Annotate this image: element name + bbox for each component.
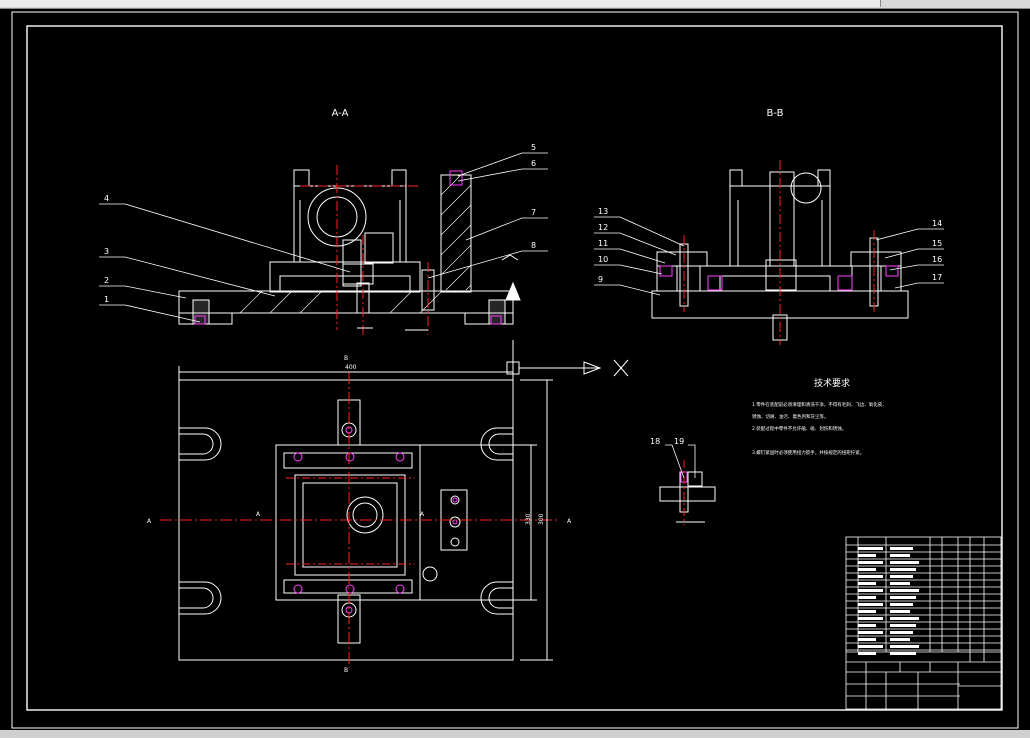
dimension-width: 400	[345, 364, 357, 371]
bom-entry-mark	[890, 596, 916, 599]
callout-leaders-a	[99, 152, 548, 323]
bom-entry-mark	[858, 582, 876, 585]
bom-entry-mark	[858, 596, 876, 599]
bom-entry-mark	[890, 610, 910, 613]
tech-req-item: 锈蚀、切屑、油污、着色剂和灰尘等。	[752, 413, 829, 420]
dimension-height-1: 330	[525, 513, 532, 525]
section-mark: B	[344, 355, 348, 362]
bom-entry-mark	[858, 589, 883, 592]
bom-entry-mark	[858, 575, 883, 578]
bom-entry-mark	[858, 652, 876, 655]
bom-entry-mark	[858, 638, 876, 641]
callout-6: 6	[531, 159, 536, 168]
detail-view	[659, 444, 716, 525]
bom-entry-mark	[890, 631, 913, 634]
callout-2: 2	[104, 276, 109, 285]
callout-3: 3	[104, 247, 109, 256]
callout-15: 15	[932, 239, 942, 248]
bom-entry-mark	[858, 631, 883, 634]
section-a-a-title: A-A	[332, 108, 349, 119]
callout-9: 9	[598, 275, 603, 284]
bom-entry-mark	[858, 617, 883, 620]
callout-10: 10	[598, 255, 608, 264]
bom-entry-mark	[858, 547, 883, 550]
bill-of-materials	[846, 537, 1001, 655]
sheet-outer-border	[11, 11, 1019, 729]
bom-entry-mark	[858, 554, 876, 557]
sheet-inner-border	[26, 25, 1003, 711]
plan-dimensions: 400 330 300 A A A A B B	[147, 355, 572, 674]
bom-entry-mark	[890, 603, 913, 606]
callout-1: 1	[104, 295, 109, 304]
bom-entry-mark	[890, 554, 910, 557]
tech-req-item: 1.零件在装配前必须清理和清洗干净，不得有毛刺、飞边、氧化皮、	[752, 401, 887, 408]
bom-entry-mark	[890, 547, 913, 550]
bom-entry-mark	[890, 638, 910, 641]
callout-leaders-b	[594, 216, 944, 296]
bom-entry-mark	[858, 645, 883, 648]
section-mark: A	[420, 511, 425, 518]
bom-entry-mark	[858, 568, 876, 571]
status-bar	[0, 730, 1030, 738]
callout-11: 11	[598, 239, 608, 248]
callout-4: 4	[104, 194, 109, 203]
callout-7: 7	[531, 208, 536, 217]
section-mark: A	[147, 518, 152, 525]
section-b-b-title: B-B	[767, 108, 784, 119]
callout-labels-detail: 18 19	[650, 437, 684, 446]
section-mark: A	[256, 511, 261, 518]
callout-16: 16	[932, 255, 942, 264]
bom-entry-mark	[858, 610, 876, 613]
section-a-a-view: A-A	[178, 108, 521, 335]
callout-19: 19	[674, 437, 684, 446]
callout-labels-b: 9 10 11 12 13 14 15 16 17	[598, 207, 942, 284]
bom-entry-mark	[858, 624, 876, 627]
dimension-height-2: 300	[538, 513, 545, 525]
bom-entry-mark	[890, 568, 916, 571]
section-b-b-view: B-B	[651, 108, 909, 345]
bom-entry-mark	[890, 624, 916, 627]
callout-5: 5	[531, 143, 536, 152]
tech-req-title: 技术要求	[814, 377, 850, 389]
callout-labels-a: 1 2 3 4 5 6 7 8	[104, 143, 536, 304]
section-mark: B	[344, 667, 348, 674]
tech-req-item: 2.装配过程中零件不允许磕、碰、划伤和锈蚀。	[752, 425, 846, 432]
bom-entry-mark	[890, 561, 919, 564]
bom-entry-mark	[890, 645, 919, 648]
bom-entry-mark	[890, 589, 919, 592]
technical-requirements: 技术要求 1.零件在装配前必须清理和清洗干净，不得有毛刺、飞边、氧化皮、 锈蚀、…	[752, 377, 887, 456]
bom-entry-mark	[858, 603, 883, 606]
title-block	[845, 536, 1002, 710]
callout-13: 13	[598, 207, 608, 216]
bom-entry-mark	[858, 561, 883, 564]
callout-12: 12	[598, 223, 608, 232]
tech-req-item: 3.螺钉紧固时必须使用扭力扳手，并按规定的扭矩拧紧。	[752, 449, 864, 456]
callout-14: 14	[932, 219, 942, 228]
plan-view	[160, 340, 629, 668]
app-toolbar	[0, 0, 1030, 9]
bom-entry-mark	[890, 652, 916, 655]
bom-entry-mark	[890, 575, 913, 578]
bom-entry-mark	[890, 582, 910, 585]
bom-entry-mark	[890, 617, 919, 620]
callout-18: 18	[650, 437, 660, 446]
toolbar-segment[interactable]	[750, 0, 881, 7]
callout-8: 8	[531, 241, 536, 250]
callout-17: 17	[932, 273, 942, 282]
section-mark: A	[567, 518, 572, 525]
